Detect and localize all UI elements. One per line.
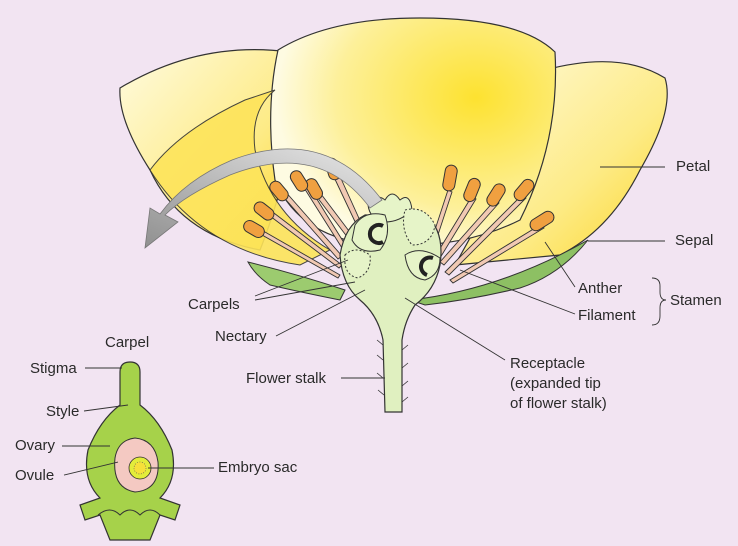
- sepal-left: [247, 261, 346, 301]
- label-carpels: Carpels: [188, 296, 240, 313]
- leader-ovule: [63, 461, 119, 476]
- leader-style: [83, 404, 129, 412]
- leader-nectary: [275, 289, 366, 337]
- curved-arrow: [144, 148, 383, 249]
- label-sepal: Sepal: [675, 232, 714, 249]
- label-anther: Anther: [578, 280, 623, 297]
- label-embryo-sac: Embryo sac: [218, 459, 298, 476]
- label-filament: Filament: [578, 307, 636, 324]
- label-stamen: Stamen: [670, 292, 722, 309]
- label-receptacle-2: (expanded tip: [510, 375, 601, 392]
- leader-receptacle: [404, 297, 506, 361]
- label-petal: Petal: [676, 158, 711, 175]
- label-stigma: Stigma: [30, 360, 77, 377]
- label-carpel-title: Carpel: [105, 334, 150, 351]
- leader-anther: [544, 241, 576, 288]
- label-flower-stalk: Flower stalk: [246, 370, 327, 387]
- label-receptacle-3: of flower stalk): [510, 395, 607, 412]
- leader-carpels-1: [254, 259, 349, 297]
- leader-carpels-2: [254, 281, 356, 301]
- label-ovary: Ovary: [15, 437, 56, 454]
- sepal-right: [409, 239, 589, 306]
- label-nectary: Nectary: [215, 328, 267, 345]
- leader-filament: [459, 269, 576, 315]
- label-style: Style: [46, 403, 80, 420]
- label-receptacle-1: Receptacle: [510, 355, 586, 372]
- label-ovule: Ovule: [15, 467, 55, 484]
- carpel-section: [79, 361, 181, 541]
- stamen-brace: [651, 277, 667, 326]
